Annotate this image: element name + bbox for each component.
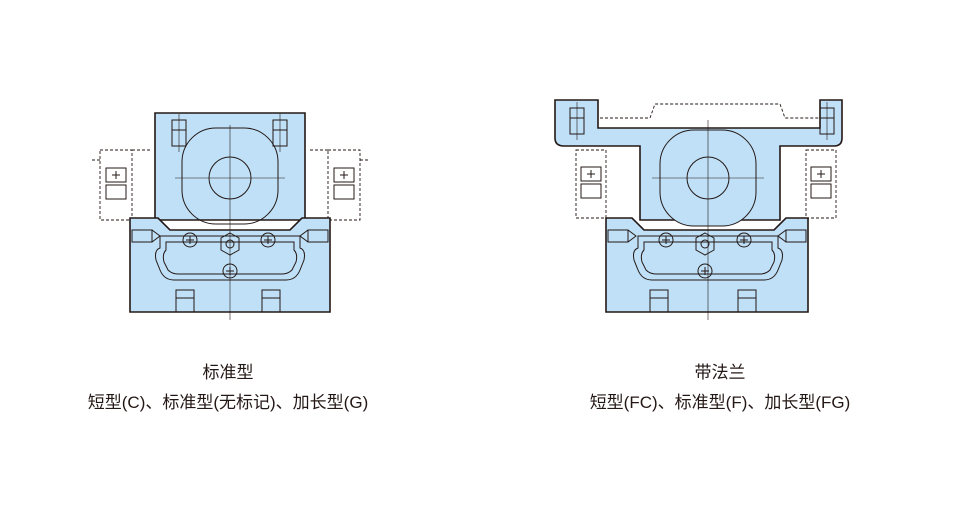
figure-subtitle: 短型(C)、标准型(无标记)、加长型(G) <box>87 393 369 412</box>
phillips-screw-icon <box>222 263 238 279</box>
socket-screw-icon <box>299 229 329 243</box>
figure-standard: 标准型 短型(C)、标准型(无标记)、加长型(G) <box>87 112 369 412</box>
figure-title: 标准型 <box>202 363 254 382</box>
socket-screw-icon <box>569 102 585 140</box>
socket-screw-icon <box>607 229 637 243</box>
socket-screw-icon <box>131 229 161 243</box>
standard-type-drawing <box>92 112 368 320</box>
figure-title: 带法兰 <box>694 363 746 382</box>
figure-subtitle: 短型(FC)、标准型(F)、加长型(FG) <box>589 393 851 412</box>
phillips-screw-icon <box>736 232 752 248</box>
sensor-switch-right <box>310 149 368 221</box>
sensor-switch-left <box>92 149 150 221</box>
phillips-screw-icon <box>260 232 276 248</box>
sensor-switch-right <box>805 149 837 219</box>
flange-type-drawing <box>554 99 843 320</box>
socket-screw-icon <box>272 114 288 152</box>
socket-screw-icon <box>777 229 807 243</box>
figure-flange: 带法兰 短型(FC)、标准型(F)、加长型(FG) <box>480 0 960 530</box>
phillips-screw-icon <box>182 232 198 248</box>
hex-nut-icon <box>695 232 715 256</box>
sensor-switch-left <box>575 149 607 219</box>
guide-rail <box>155 235 305 281</box>
socket-screw-icon <box>819 102 835 140</box>
hex-nut-icon <box>220 232 240 256</box>
phillips-screw-icon <box>658 232 674 248</box>
socket-screw-icon <box>171 114 187 152</box>
phillips-screw-icon <box>697 263 713 279</box>
